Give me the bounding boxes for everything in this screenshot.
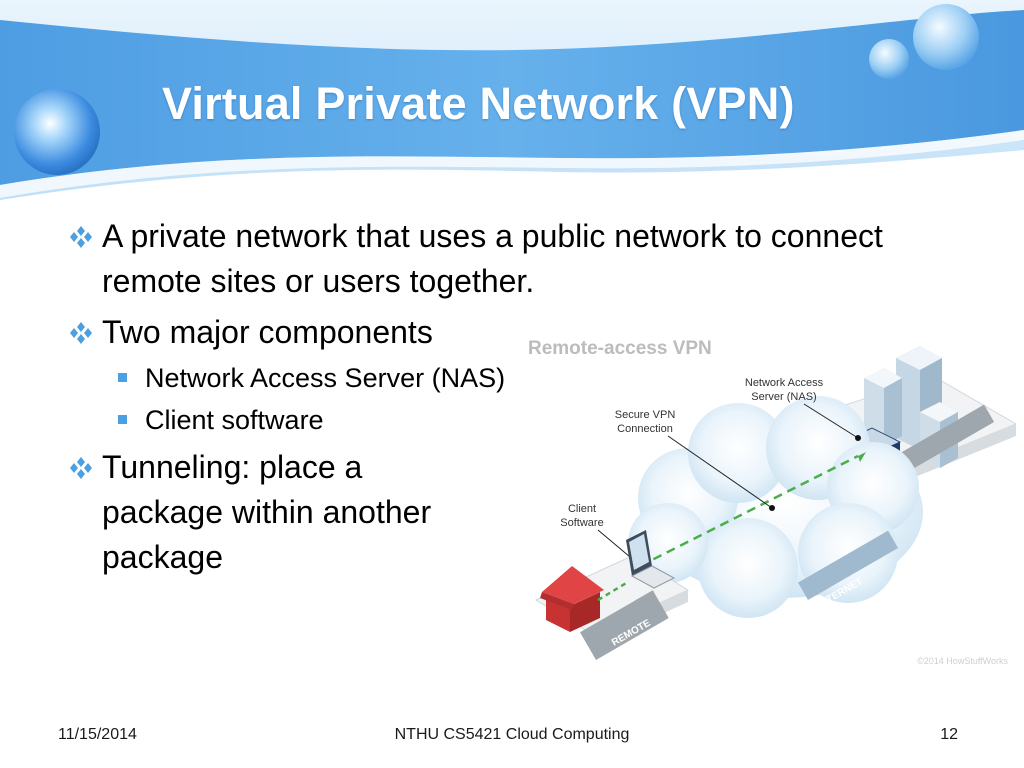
bullet-item: Tunneling: place a package within anothe…	[66, 445, 482, 580]
tunnel-arrow-icon	[858, 452, 866, 462]
bullet-text: Two major components	[102, 314, 433, 350]
sub-bullet-item: Network Access Server (NAS)	[66, 361, 565, 395]
pointer-dot	[769, 505, 775, 511]
main-office-tag	[893, 404, 995, 475]
secure-vpn-label-1: Secure VPN	[615, 409, 676, 421]
sub-bullet-text: Client software	[145, 405, 324, 435]
nas-pointer	[803, 403, 859, 439]
bullet-item: Two major components	[66, 310, 522, 355]
internet-cloud	[628, 396, 923, 618]
internet-tag	[797, 530, 899, 600]
diamond-bullet-icon	[70, 226, 92, 248]
secure-vpn-label-2: Connection	[617, 423, 673, 435]
house-icon	[540, 566, 604, 632]
client-label-2: Software	[560, 517, 603, 529]
header-banner: Virtual Private Network (VPN)	[0, 0, 1024, 215]
bullet-text: Tunneling: place a package within anothe…	[102, 449, 432, 575]
slide-title: Virtual Private Network (VPN)	[162, 78, 795, 129]
nas-label-2: Server (NAS)	[751, 391, 816, 403]
bullet-text: A private network that uses a public net…	[102, 218, 883, 299]
local-connection-line	[597, 580, 629, 602]
sub-bullet-text: Network Access Server (NAS)	[145, 363, 506, 393]
copyright-text: ©2014 HowStuffWorks	[917, 656, 1008, 666]
nas-label-1: Network Access	[745, 377, 824, 389]
square-bullet-icon	[118, 415, 127, 424]
square-bullet-icon	[118, 373, 127, 382]
footer-course: NTHU CS5421 Cloud Computing	[394, 726, 630, 743]
remote-access-vpn-diagram: Remote-access VPN MAIN OFFICE MAIN OF	[528, 338, 1016, 666]
vpn-tunnel-line	[639, 454, 859, 568]
diamond-bullet-icon	[70, 457, 92, 479]
sub-bullet-item: Client software	[66, 403, 565, 437]
pointer-dot	[855, 435, 861, 441]
server-icon	[864, 368, 902, 446]
secure-vpn-pointer	[667, 435, 773, 509]
client-label-1: Client	[568, 503, 596, 515]
remote-location-tag	[580, 590, 669, 661]
header-wave-graphic	[0, 0, 1024, 215]
diamond-bullet-icon	[70, 322, 92, 344]
bullet-item: A private network that uses a public net…	[66, 214, 946, 304]
bullet-list: A private network that uses a public net…	[66, 214, 946, 586]
diagram-heading: Remote-access VPN	[528, 338, 712, 359]
footer-date: 11/15/2014	[58, 726, 137, 743]
slide-number: 12	[940, 726, 958, 743]
laptop-icon	[626, 530, 676, 589]
